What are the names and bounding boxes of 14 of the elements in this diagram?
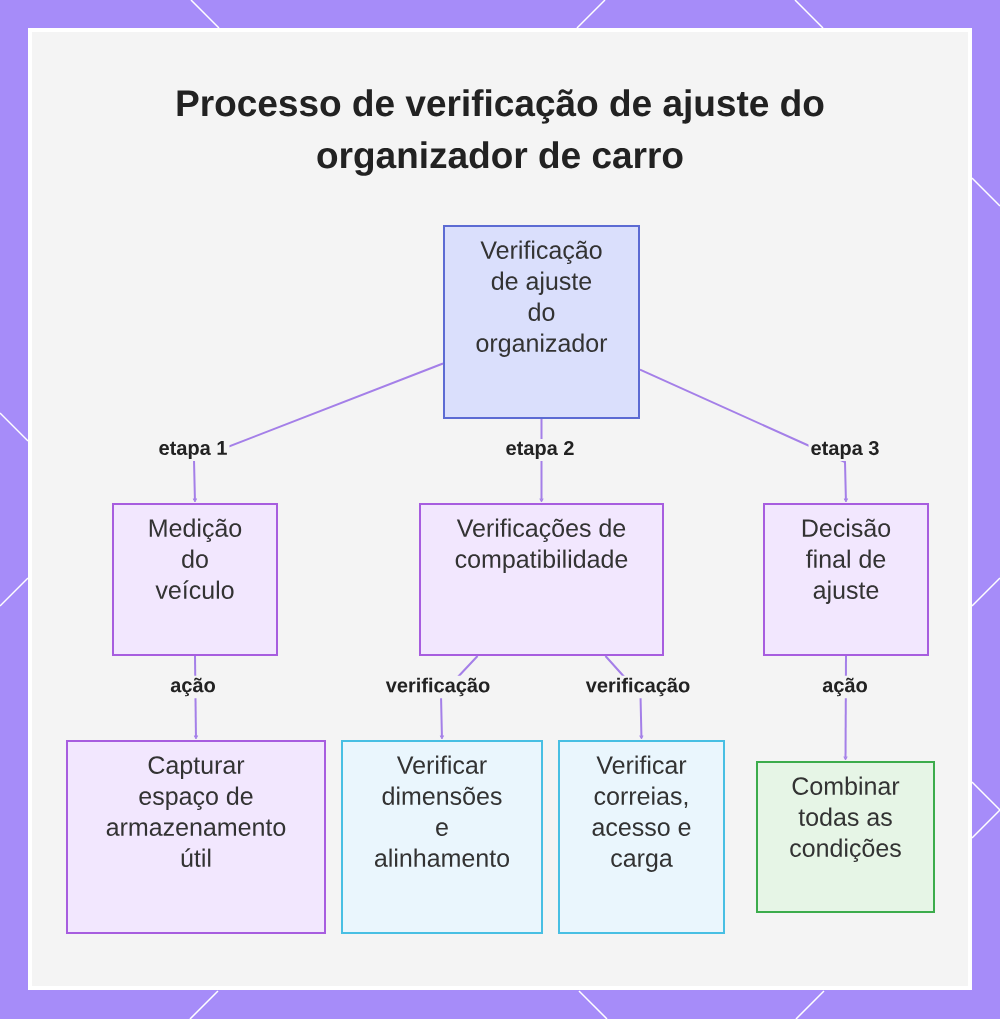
process-box: Combinar todas as condições [756,761,935,913]
edge-label: etapa 1 [156,439,230,461]
process-box: Decisão final de ajuste [763,503,929,656]
process-box: Medição do veículo [112,503,278,656]
process-box: Verificação de ajuste do organizador [443,225,640,419]
arrow [639,368,848,503]
process-box: Verificar correias, acesso e carga [558,740,725,934]
process-box: Verificações de compatibilidade [419,503,664,656]
arrow [192,362,444,503]
title: Processo de verificação de ajuste do organizador de carro [177,89,824,176]
edge-label: ação [168,675,218,699]
process-box: Capturar espaço de armazenamento útil [66,740,326,934]
edge-label: ação [820,675,870,699]
process-box: Verificar dimensões e alinhamento [341,740,543,934]
